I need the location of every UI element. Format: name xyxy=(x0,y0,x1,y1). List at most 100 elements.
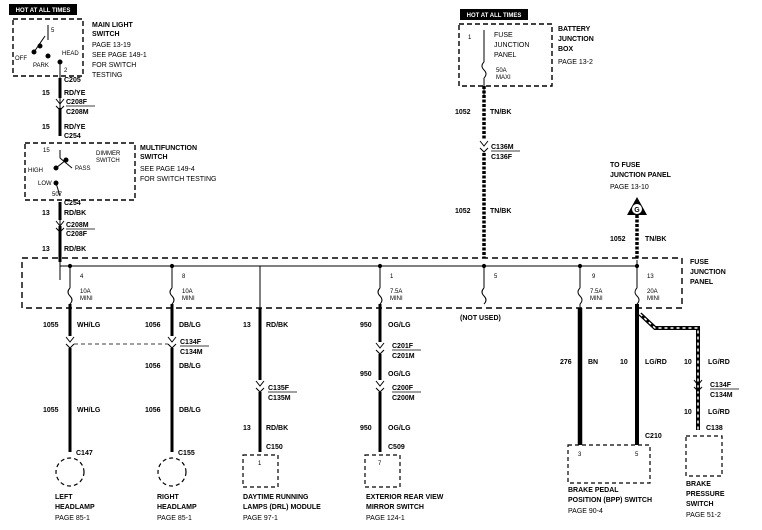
c138-label: C138 xyxy=(706,425,723,432)
to-fjp-title: TO FUSE xyxy=(610,162,641,169)
bat-wire-1-num: 1052 xyxy=(455,109,471,116)
left-headlamp-name2: HEADLAMP xyxy=(55,504,95,511)
bjb-inner1: FUSE xyxy=(494,32,513,39)
mirror-wire-2-color: OG/LG xyxy=(388,371,411,378)
drl-module-box xyxy=(242,454,279,488)
fjp-feed-wire-color: TN/BK xyxy=(645,236,666,243)
fuse-8-num: 8 xyxy=(182,274,186,280)
main-light-switch-ref4: TESTING xyxy=(92,72,122,79)
main-light-switch-title: MAIN LIGHT xyxy=(92,22,134,29)
to-fjp-ref: PAGE 13-10 xyxy=(610,184,649,191)
bjb-fuse2: MAXI xyxy=(496,75,511,81)
battery-jb-title3: BOX xyxy=(558,46,574,53)
to-fjp-title2: JUNCTION PANEL xyxy=(610,172,672,179)
bpp-pin5: 5 xyxy=(635,452,639,458)
drl-wire-2-num: 13 xyxy=(243,425,251,432)
battery-feed-wire xyxy=(479,78,489,258)
c201m-label: C201M xyxy=(392,353,415,360)
lh-wire-2-num: 1055 xyxy=(43,407,59,414)
bpp-wire-2-color: LG/RD xyxy=(645,359,667,366)
fuse-5-num: 5 xyxy=(494,274,498,280)
c201f-label: C201F xyxy=(392,343,414,350)
mirror-wire-1-num: 950 xyxy=(360,322,372,329)
c135m-label: C135M xyxy=(268,395,291,402)
c208m-label: C208M xyxy=(66,109,89,116)
fjp-title3: PANEL xyxy=(690,279,714,286)
mf-low: LOW xyxy=(38,181,52,187)
bps-wire-2-num: 10 xyxy=(684,409,692,416)
c136f-label: C136F xyxy=(491,154,513,161)
rh-wire-1-color: DB/LG xyxy=(179,322,201,329)
battery-jb-title2: JUNCTION xyxy=(558,36,594,43)
drl-wire-2-color: RD/BK xyxy=(266,425,288,432)
wire-13-b-color: RD/BK xyxy=(64,246,86,253)
main-switch-pin5: 5 xyxy=(51,28,55,34)
left-headlamp-ref: PAGE 85-1 xyxy=(55,515,90,522)
battery-jb-ref: PAGE 13-2 xyxy=(558,59,593,66)
fuse-9-num: 9 xyxy=(592,274,596,280)
wire-15-a-color: RD/YE xyxy=(64,90,86,97)
fuse-1-a: 7.5A xyxy=(390,289,402,295)
wire-13-b-num: 13 xyxy=(42,246,50,253)
c147-label: C147 xyxy=(76,450,93,457)
mf-pass: PASS xyxy=(75,166,91,172)
fjp-feed-wire-num: 1052 xyxy=(610,236,626,243)
fuse-8-b: MINI xyxy=(182,296,195,302)
c150-label: C150 xyxy=(266,444,283,451)
bpp-wire-1-color: BN xyxy=(588,359,598,366)
wire-15-b-color: RD/YE xyxy=(64,124,86,131)
rh-wire-1-num: 1056 xyxy=(145,322,161,329)
multifunction-title: MULTIFUNCTION xyxy=(140,145,197,152)
bpp-switch-box xyxy=(567,444,651,484)
c208f-label: C208F xyxy=(66,99,88,106)
wire-15-b-num: 15 xyxy=(42,124,50,131)
fjp-feed-symbol: G xyxy=(634,207,640,214)
drl-name2: LAMPS (DRL) MODULE xyxy=(243,504,321,511)
wire-13-a-color: RD/BK xyxy=(64,210,86,217)
mirror-name: EXTERIOR REAR VIEW xyxy=(366,494,444,501)
bpp-ref: PAGE 90-4 xyxy=(568,508,603,515)
rh-wire-3-num: 1056 xyxy=(145,407,161,414)
right-headlamp-name: RIGHT xyxy=(157,494,180,501)
mirror-wire-3-color: OG/LG xyxy=(388,425,411,432)
c208f-lower-label: C208F xyxy=(66,231,88,238)
bpp-wire-2-num: 10 xyxy=(620,359,628,366)
multifunction-switch-box xyxy=(24,142,136,201)
main-light-switch-ref3: FOR SWITCH xyxy=(92,62,136,69)
bjb-inner3: PANEL xyxy=(494,52,517,59)
hot-banner-left xyxy=(9,4,77,15)
main-switch-off: OFF xyxy=(15,56,27,62)
mirror-switch-box xyxy=(364,454,401,488)
fuse-8-a: 10A xyxy=(182,289,193,295)
drl-wire xyxy=(255,308,265,452)
rh-wire-3-color: DB/LG xyxy=(179,407,201,414)
c134f-right-label: C134F xyxy=(710,382,732,389)
right-headlamp-symbol xyxy=(157,457,187,487)
main-light-switch-symbol xyxy=(31,25,63,78)
fuse-9-b: MINI xyxy=(590,296,603,302)
bps-ref: PAGE 51-2 xyxy=(686,512,721,519)
bps-wire-2-color: LG/RD xyxy=(708,409,730,416)
connector-c208-upper xyxy=(55,98,65,233)
bat-wire-2-color: TN/BK xyxy=(490,208,511,215)
mf-dimmer2: SWITCH xyxy=(96,158,120,164)
bps-wire-1-color: LG/RD xyxy=(708,359,730,366)
fuse-9-a: 7.5A xyxy=(590,289,602,295)
c134m-right-label: C134M xyxy=(710,392,733,399)
bps-wire-1-num: 10 xyxy=(684,359,692,366)
bjb-inner2: JUNCTION xyxy=(494,42,529,49)
multifunction-title2: SWITCH xyxy=(140,154,168,161)
mirror-wire-3-num: 950 xyxy=(360,425,372,432)
c134f-left-label: C134F xyxy=(180,339,202,346)
bps-wire xyxy=(638,312,703,430)
main-light-switch-title2: SWITCH xyxy=(92,31,120,38)
bat-wire-1-color: TN/BK xyxy=(490,109,511,116)
bjb-fuse-symbol xyxy=(481,61,487,79)
main-switch-park: PARK xyxy=(33,63,49,69)
bjb-fuse1: 50A xyxy=(496,68,507,74)
left-headlamp-symbol xyxy=(55,457,85,487)
right-headlamp-name2: HEADLAMP xyxy=(157,504,197,511)
c200m-label: C200M xyxy=(392,395,415,402)
bpp-pin3: 3 xyxy=(578,452,582,458)
drl-wire-1-color: RD/BK xyxy=(266,322,288,329)
